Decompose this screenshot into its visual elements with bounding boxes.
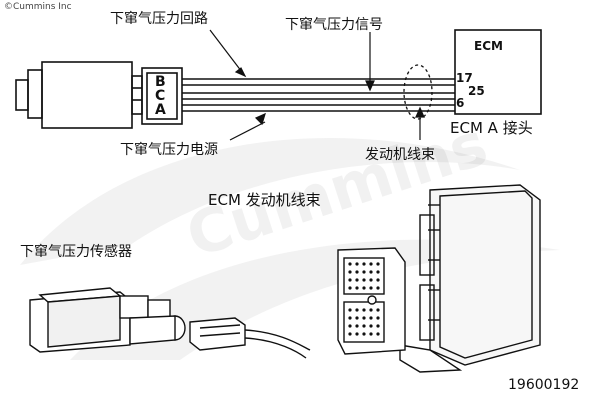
leader-lines bbox=[209, 29, 425, 141]
sensor-illustration bbox=[29, 287, 186, 353]
sensor-pin-c: C bbox=[155, 88, 166, 104]
ecm-pin-6: 6 bbox=[456, 96, 465, 110]
ecm-box bbox=[454, 29, 542, 115]
harness-wires bbox=[182, 78, 455, 112]
label-signal: 下窜气压力信号 bbox=[285, 17, 383, 33]
ecm-module-illustration bbox=[399, 184, 541, 373]
label-sensor: 下窜气压力传感器 bbox=[20, 244, 132, 260]
sensor-body-top bbox=[15, 61, 183, 129]
ecm-title: ECM bbox=[474, 39, 503, 53]
harness-bundle-marker bbox=[403, 64, 433, 120]
sensor-pin-a: A bbox=[155, 102, 166, 118]
ecm-pin-25: 25 bbox=[468, 84, 485, 98]
label-return-circuit: 下窜气压力回路 bbox=[110, 11, 208, 27]
label-engine-harness: 发动机线束 bbox=[365, 147, 435, 163]
ecm-pin-17: 17 bbox=[456, 71, 473, 85]
label-ecm-harness: ECM 发动机线束 bbox=[208, 191, 321, 209]
sensor-pin-b: B bbox=[155, 74, 166, 90]
sensor-connector-plug bbox=[189, 317, 311, 359]
label-ecm-connector: ECM A 接头 bbox=[450, 119, 533, 137]
copyright-notice: ©Cummins Inc bbox=[4, 2, 72, 12]
ecm-harness-connector bbox=[337, 247, 406, 355]
label-supply: 下窜气压力电源 bbox=[120, 142, 218, 158]
figure-number: 19600192 bbox=[508, 377, 580, 393]
